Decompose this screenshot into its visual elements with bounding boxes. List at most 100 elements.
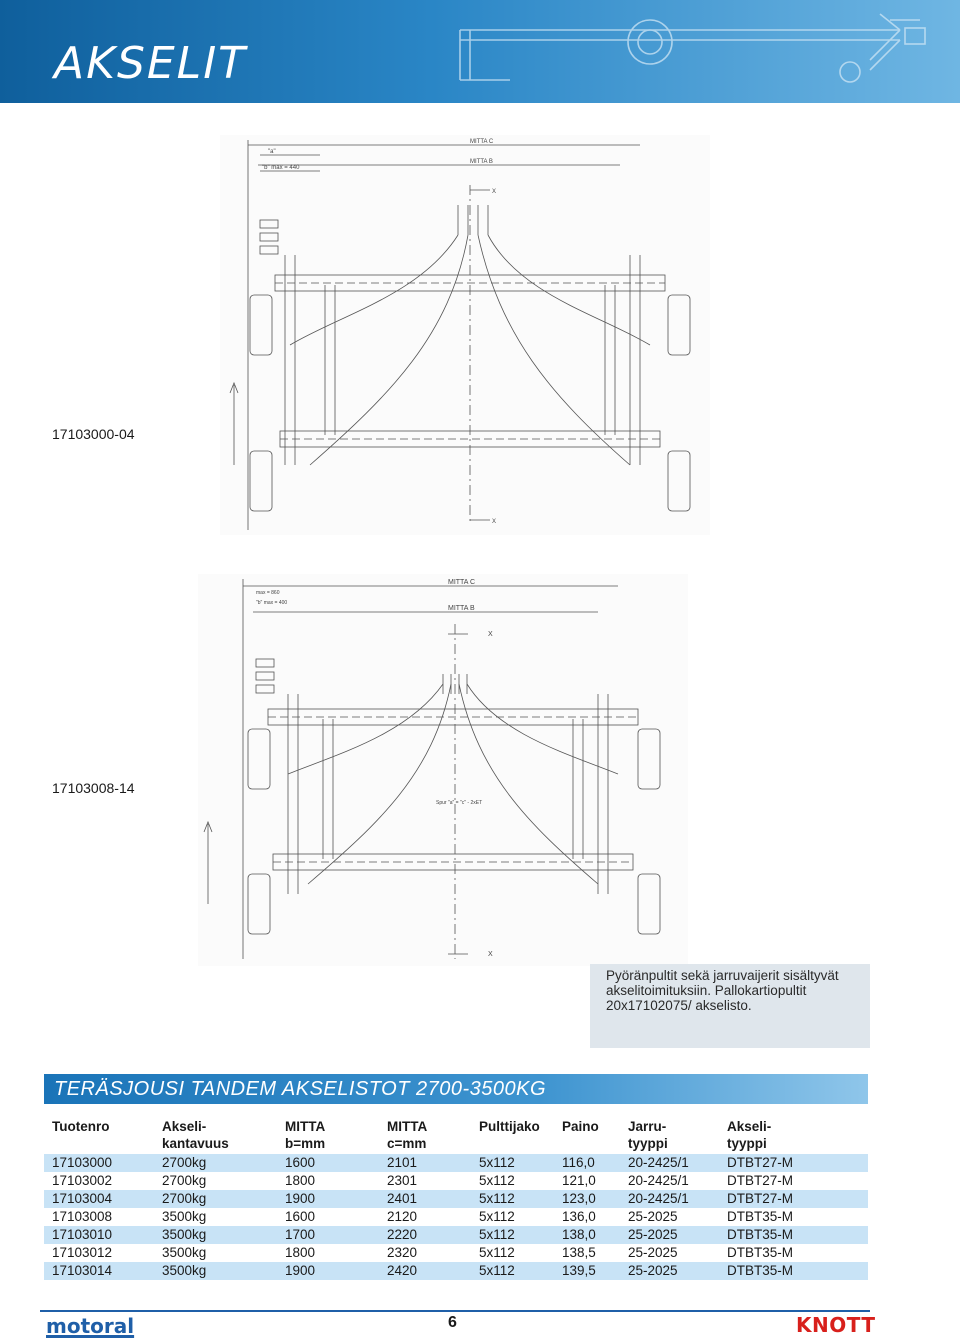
table-cell: 5x112 [471, 1208, 554, 1226]
mitta-b-label: MITTA B [470, 159, 493, 165]
column-header: Jarru-tyyppi [620, 1114, 719, 1154]
table-cell: 2301 [379, 1172, 471, 1190]
table-cell: 5x112 [471, 1172, 554, 1190]
axle-technical-drawing: MITTA C MITTA B X X "a" "b" max = 440 [220, 135, 710, 535]
dim-a-label: "a" [268, 149, 276, 155]
table-cell: 1800 [277, 1172, 379, 1190]
column-header: Pulttijako [471, 1114, 554, 1154]
table-cell: 20-2425/1 [620, 1190, 719, 1208]
column-header-line: MITTA [387, 1119, 428, 1134]
table-cell: 5x112 [471, 1244, 554, 1262]
dim-b-label: "b" max = 400 [256, 600, 287, 606]
table-cell: 17103000 [44, 1154, 154, 1172]
table-cell: DTBT27-M [719, 1154, 868, 1172]
section-title: TERÄSJOUSI TANDEM AKSELISTOT 2700-3500KG [54, 1078, 547, 1100]
table-cell: 121,0 [554, 1172, 620, 1190]
table-cell: 1800 [277, 1244, 379, 1262]
table-cell: 139,5 [554, 1262, 620, 1280]
motoral-logo: motoral [46, 1314, 135, 1338]
table-cell: 138,5 [554, 1244, 620, 1262]
page-title: AKSELIT [54, 38, 248, 89]
table-cell: 3500kg [154, 1226, 277, 1244]
table-cell: 17103004 [44, 1190, 154, 1208]
table-cell: 2700kg [154, 1172, 277, 1190]
section-title-bar: TERÄSJOUSI TANDEM AKSELISTOT 2700-3500KG [44, 1074, 868, 1104]
x-top-label: X [488, 631, 493, 638]
table-cell: 136,0 [554, 1208, 620, 1226]
mitta-b-label: MITTA B [448, 605, 475, 612]
table-cell: 17103014 [44, 1262, 154, 1280]
drawing-code-label: 17103008-14 [52, 780, 135, 796]
column-header: Tuotenro [44, 1114, 154, 1154]
column-header-line: Akseli- [162, 1119, 207, 1134]
column-header-line: tyyppi [727, 1136, 767, 1151]
table-cell: 17103010 [44, 1226, 154, 1244]
column-header-line: c=mm [387, 1136, 427, 1151]
table-cell: DTBT35-M [719, 1262, 868, 1280]
column-header-line: Akseli- [727, 1119, 772, 1134]
table-cell: 2401 [379, 1190, 471, 1208]
table-cell: 5x112 [471, 1190, 554, 1208]
table-cell: 25-2025 [620, 1262, 719, 1280]
column-header-line [562, 1135, 620, 1152]
table-cell: DTBT35-M [719, 1244, 868, 1262]
column-header-line: Pulttijako [479, 1119, 540, 1134]
x-bottom-label: X [488, 951, 493, 958]
column-header: Akseli-tyyppi [719, 1114, 868, 1154]
table-cell: 25-2025 [620, 1226, 719, 1244]
table-cell: DTBT27-M [719, 1190, 868, 1208]
table-cell: 17103012 [44, 1244, 154, 1262]
table-cell: 1600 [277, 1208, 379, 1226]
page-number: 6 [448, 1314, 457, 1331]
page-header: AKSELIT [0, 0, 960, 103]
table-cell: 138,0 [554, 1226, 620, 1244]
table-cell: 2420 [379, 1262, 471, 1280]
axle-drawing-graphic: MITTA C MITTA B X X max = 860 "b" max = … [203, 579, 661, 959]
x-bottom-label: X [492, 519, 496, 525]
table-cell: DTBT35-M [719, 1226, 868, 1244]
column-header: Akseli-kantavuus [154, 1114, 277, 1154]
table-cell: 1900 [277, 1190, 379, 1208]
table-cell: 2120 [379, 1208, 471, 1226]
mitta-c-label: MITTA C [448, 579, 475, 586]
table-cell: 5x112 [471, 1154, 554, 1172]
dim-b-label: "b" max = 440 [262, 165, 300, 171]
mitta-c-label: MITTA C [470, 139, 494, 145]
table-cell: 123,0 [554, 1190, 620, 1208]
column-header-line: Jarru- [628, 1119, 667, 1134]
dim-a-label: max = 860 [256, 590, 280, 596]
table-cell: 3500kg [154, 1208, 277, 1226]
x-top-label: X [492, 189, 496, 195]
footer-divider [40, 1310, 870, 1312]
column-header: MITTA c=mm [379, 1114, 471, 1154]
table-cell: 20-2425/1 [620, 1154, 719, 1172]
column-header-line: Paino [562, 1119, 599, 1134]
column-header-line: kantavuus [162, 1136, 229, 1151]
column-header-line: Tuotenro [52, 1119, 110, 1134]
table-cell: 1600 [277, 1154, 379, 1172]
table-cell: 17103002 [44, 1172, 154, 1190]
table-cell: 3500kg [154, 1244, 277, 1262]
table-cell: 2320 [379, 1244, 471, 1262]
table-cell: 5x112 [471, 1226, 554, 1244]
track-label: Spur "a" = "c" - 2xET [436, 800, 482, 806]
table-cell: 25-2025 [620, 1208, 719, 1226]
knott-logo: KNOTT [796, 1313, 876, 1337]
trailer-sketch-icon [459, 13, 926, 83]
table-cell: 17103008 [44, 1208, 154, 1226]
table-cell: 116,0 [554, 1154, 620, 1172]
column-header-line [52, 1135, 154, 1152]
table-cell: 20-2425/1 [620, 1172, 719, 1190]
table-cell: 1700 [277, 1226, 379, 1244]
table-cell: 2101 [379, 1154, 471, 1172]
delivery-note: Pyöränpultit sekä jarruvaijerit sisältyv… [590, 964, 870, 1048]
